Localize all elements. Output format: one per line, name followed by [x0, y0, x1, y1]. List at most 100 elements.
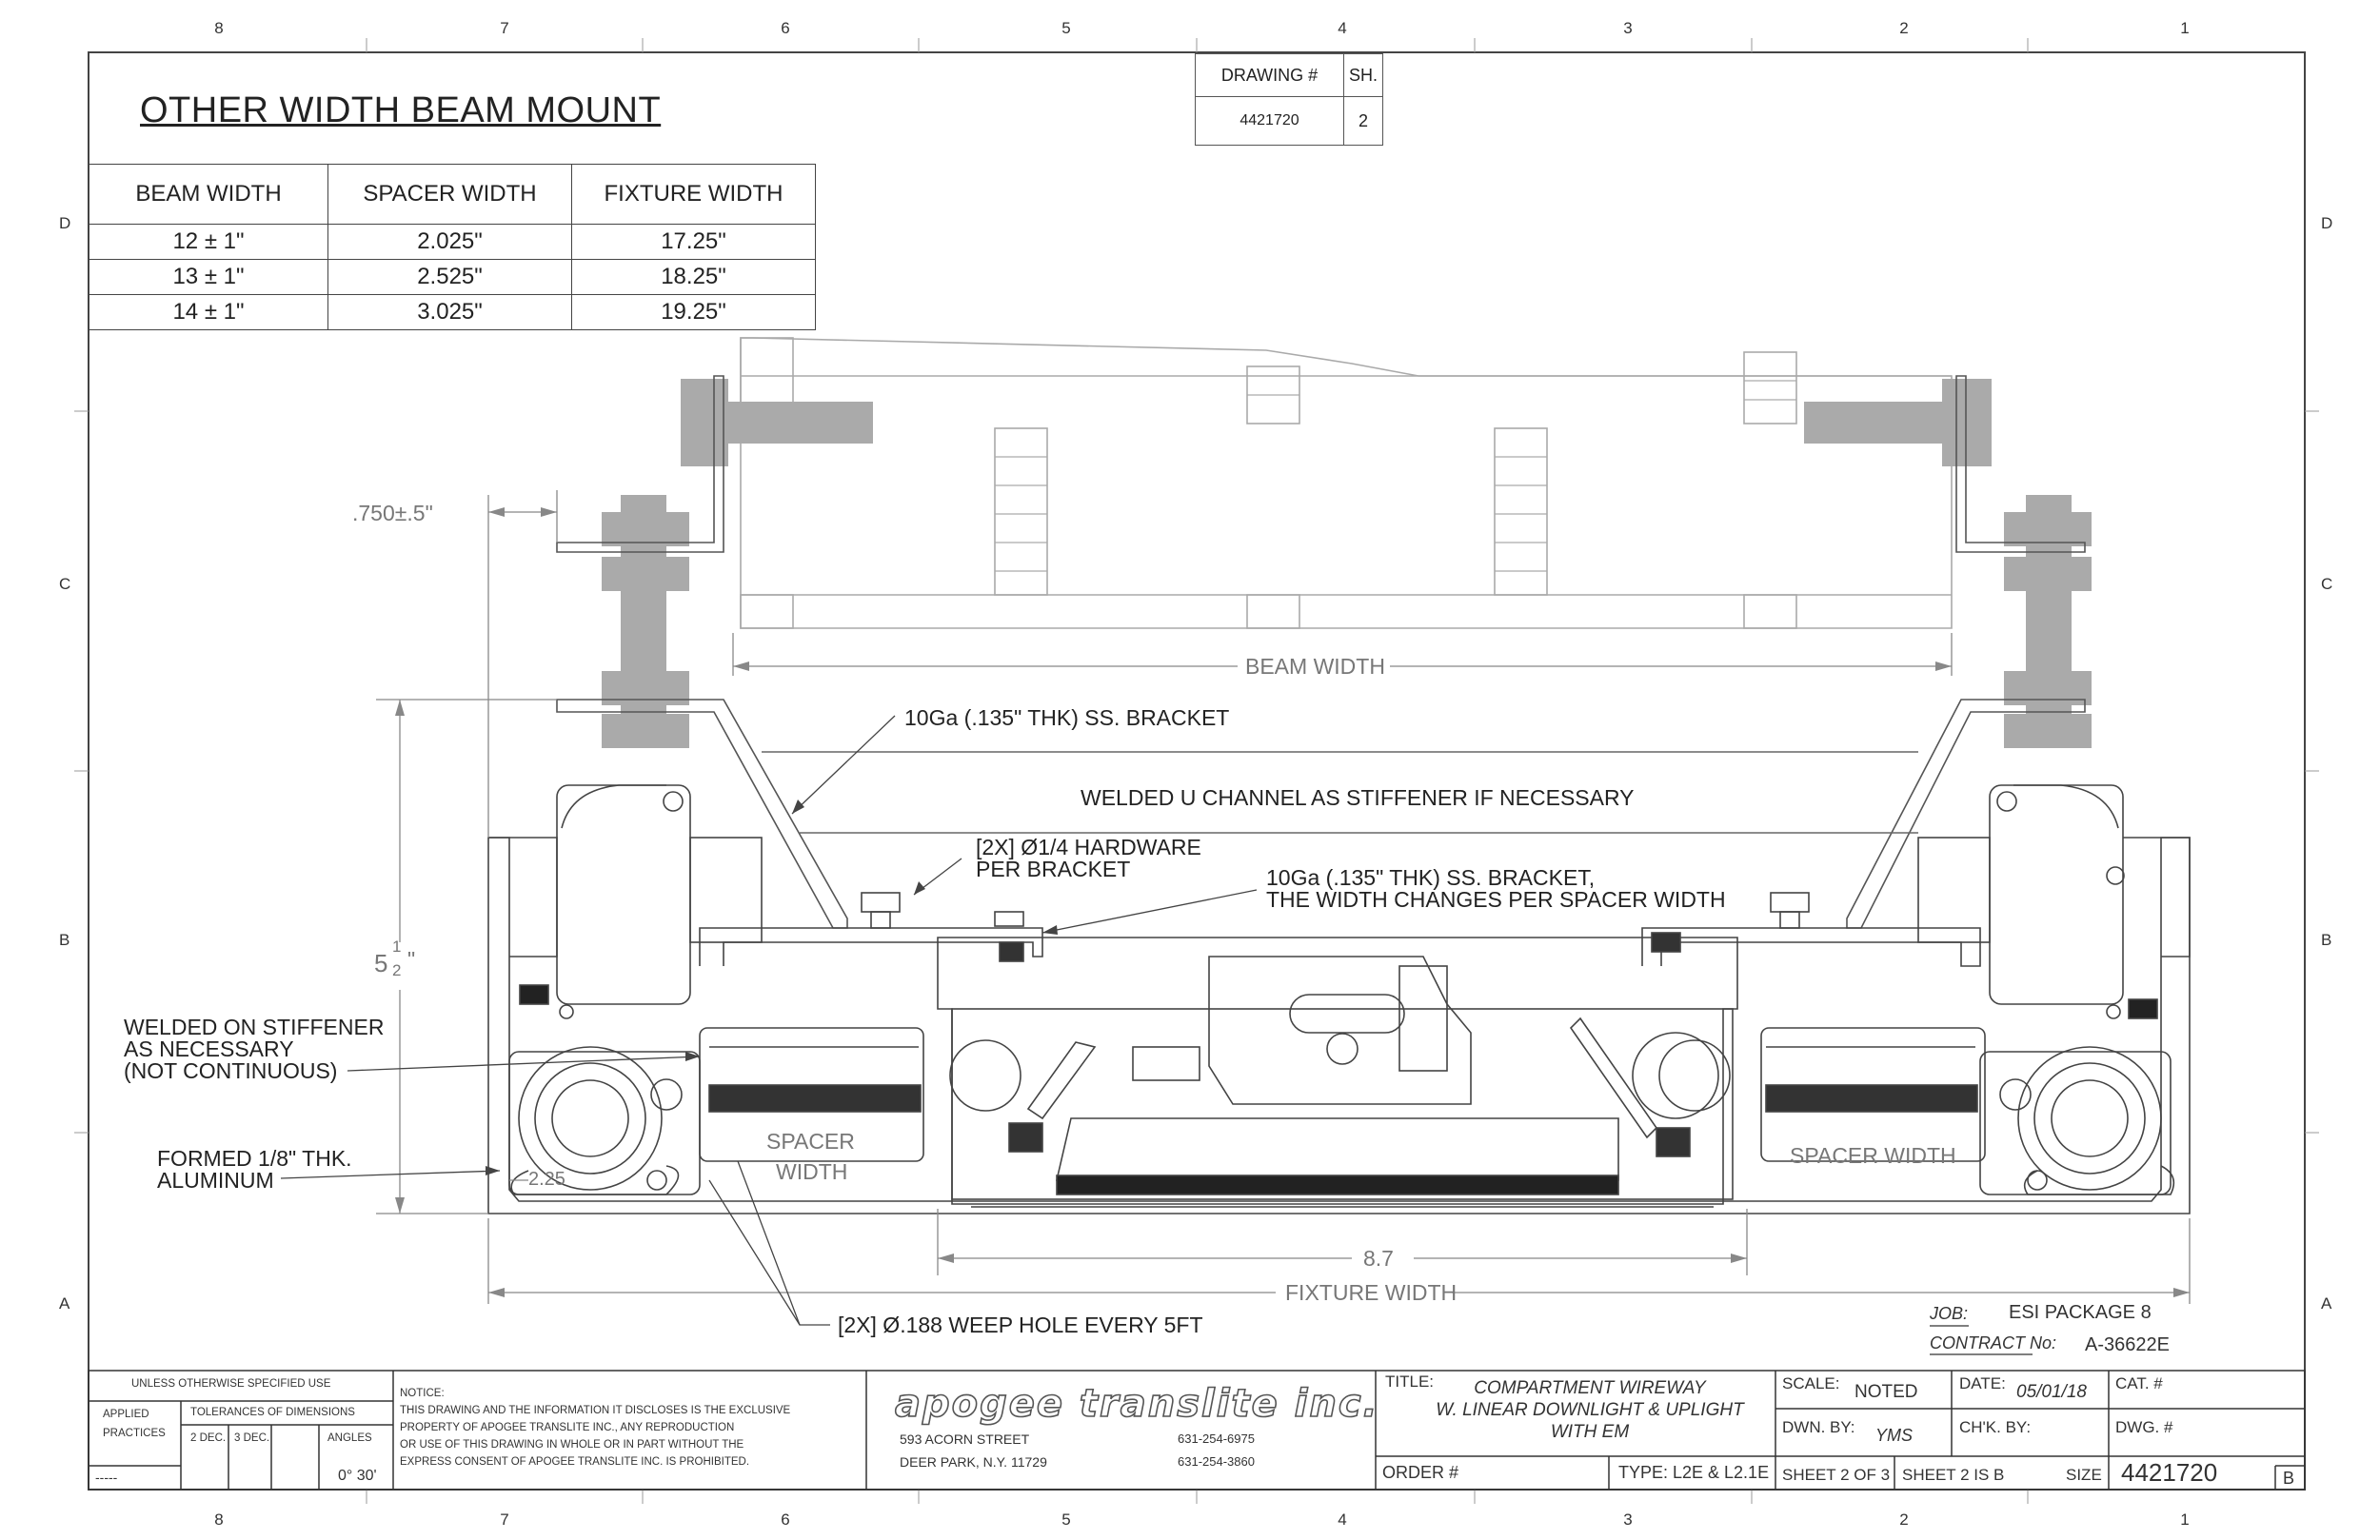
table-row: 12 ± 1" 2.025" 17.25" — [89, 224, 816, 260]
table-cell: 18.25" — [571, 259, 816, 295]
tolerances-label: TOLERANCES OF DIMENSIONS — [190, 1407, 355, 1418]
upper-bracket-right — [1955, 375, 2086, 553]
practices-label: PRACTICES — [103, 1428, 166, 1439]
title-block-frame — [88, 1370, 2306, 1491]
title-label: TITLE: — [1385, 1372, 1435, 1391]
scale-label: SCALE: — [1782, 1374, 1840, 1392]
dim-225: 2.25 — [528, 1169, 565, 1190]
beam-width-table: BEAM WIDTH SPACER WIDTH FIXTURE WIDTH 12… — [89, 164, 816, 330]
zone-letter: C — [2321, 575, 2333, 593]
dim-spacer-line2: WIDTH — [776, 1159, 848, 1184]
zone-number: 5 — [1061, 19, 1071, 37]
zone-number: 2 — [1899, 1510, 1909, 1529]
notice-line: EXPRESS CONSENT OF APOGEE TRANSLITE INC.… — [400, 1456, 750, 1468]
zone-number: 5 — [1061, 1510, 1071, 1529]
dim-height-num: 1 — [392, 938, 402, 956]
table-cell: 14 ± 1" — [89, 294, 328, 330]
type-label: TYPE: — [1618, 1463, 1669, 1482]
dim-8-7: 8.7 — [1363, 1246, 1394, 1271]
drawing-number-box: DRAWING # SH. 4421720 2 — [1195, 53, 1383, 146]
notice-title: NOTICE: — [400, 1388, 445, 1399]
notice-line: THIS DRAWING AND THE INFORMATION IT DISC… — [400, 1405, 791, 1416]
table-cell: 12 ± 1" — [89, 224, 328, 260]
zone-letter: D — [59, 214, 71, 232]
angles-label: ANGLES — [327, 1432, 372, 1444]
date-label: DATE: — [1959, 1374, 2006, 1392]
formed-note-line2: ALUMINUM — [157, 1168, 274, 1193]
type-value: L2E & L2.1E — [1673, 1463, 1770, 1482]
drawing-number-label: DRAWING # — [1195, 53, 1344, 97]
zone-number: 3 — [1623, 19, 1633, 37]
zone-number: 8 — [214, 1510, 224, 1529]
zone-number: 6 — [781, 19, 790, 37]
notice-line: PROPERTY OF APOGEE TRANSLITE INC., ANY R… — [400, 1422, 735, 1433]
fixture-body — [487, 784, 2191, 1214]
zone-letter: B — [59, 931, 70, 949]
address-line2: DEER PARK, N.Y. 11729 — [900, 1454, 1047, 1470]
zone-number: 4 — [1338, 1510, 1347, 1529]
zone-number: 3 — [1623, 1510, 1633, 1529]
table-header-row: BEAM WIDTH SPACER WIDTH FIXTURE WIDTH — [89, 164, 816, 225]
zone-number: 7 — [500, 19, 509, 37]
zone-number: 4 — [1338, 19, 1347, 37]
table-row: 14 ± 1" 3.025" 19.25" — [89, 294, 816, 330]
sheet-label: SH. — [1343, 53, 1383, 97]
zone-number: 8 — [214, 19, 224, 37]
notice-line: OR USE OF THIS DRAWING IN WHOLE OR IN PA… — [400, 1439, 744, 1451]
two-dec-label: 2 DEC. — [190, 1432, 227, 1444]
lower-bracket-left — [556, 699, 848, 929]
column-header: FIXTURE WIDTH — [571, 164, 816, 225]
zone-letter: A — [59, 1294, 70, 1313]
zone-number: 7 — [500, 1510, 509, 1529]
u-channel-note: WELDED U CHANNEL AS STIFFENER IF NECESSA… — [1081, 785, 1635, 810]
dim-750: .750±.5" — [352, 501, 433, 525]
company-logo: apogee translite inc. — [894, 1381, 1379, 1427]
dim-height-den: 2 — [392, 961, 402, 979]
beam-clamps — [602, 379, 2092, 748]
angle-value: 0° 30' — [338, 1468, 377, 1484]
table-cell: 2.025" — [327, 224, 572, 260]
table-cell: 17.25" — [571, 224, 816, 260]
phone-2: 631-254-3860 — [1178, 1454, 1255, 1469]
drawn-by-label: DWN. BY: — [1782, 1418, 1855, 1436]
table-cell: 2.525" — [327, 259, 572, 295]
stiffener-note-line2: AS NECESSARY — [124, 1037, 294, 1061]
date-value: 05/01/18 — [2016, 1382, 2087, 1402]
formed-note-line1: FORMED 1/8" THK. — [157, 1146, 352, 1171]
job-value: ESI PACKAGE 8 — [2009, 1302, 2152, 1323]
zone-letter: A — [2321, 1294, 2332, 1313]
scale-value: NOTED — [1854, 1382, 1918, 1402]
page-title: OTHER WIDTH BEAM MOUNT — [140, 90, 662, 130]
zone-number: 6 — [781, 1510, 790, 1529]
dimension-lines — [376, 490, 2191, 1304]
title-line1: COMPARTMENT WIREWAY — [1474, 1378, 1706, 1398]
dwg-number: 4421720 — [2121, 1458, 2218, 1487]
sheet-of-label: SHEET 2 OF 3 — [1782, 1466, 1891, 1484]
zone-letter: B — [2321, 931, 2332, 949]
dim-fixture-width: FIXTURE WIDTH — [1285, 1280, 1458, 1305]
cat-label: CAT. # — [2115, 1374, 2163, 1392]
zone-number: 1 — [2180, 1510, 2190, 1529]
three-dec-label: 3 DEC. — [234, 1432, 270, 1444]
stiffener-note-line3: (NOT CONTINUOUS) — [124, 1058, 338, 1083]
hardware-note-line1: [2X] Ø1/4 HARDWARE — [976, 835, 1201, 859]
phone-1: 631-254-6975 — [1178, 1431, 1255, 1446]
leader-lines — [280, 715, 1258, 1326]
practices-dashes: ----- — [95, 1470, 118, 1485]
zone-letter: D — [2321, 214, 2333, 232]
table-cell: 3.025" — [327, 294, 572, 330]
hardware-note-line2: PER BRACKET — [976, 857, 1131, 881]
zone-letter: C — [59, 575, 71, 593]
weep-hole-note: [2X] Ø.188 WEEP HOLE EVERY 5FT — [838, 1313, 1203, 1337]
beam — [740, 337, 1953, 629]
sheet-is-label: SHEET 2 IS B — [1902, 1466, 2005, 1484]
table-row: 13 ± 1" 2.525" 18.25" — [89, 259, 816, 295]
address-line1: 593 ACORN STREET — [900, 1431, 1030, 1447]
drawn-by-value: YMS — [1875, 1426, 1914, 1445]
dwg-label: DWG. # — [2115, 1418, 2173, 1436]
upper-bracket-left — [556, 375, 724, 553]
order-label: ORDER # — [1382, 1463, 1459, 1482]
size-label: SIZE — [2066, 1466, 2102, 1484]
bracket-width-note-line1: 10Ga (.135" THK) SS. BRACKET, — [1266, 865, 1596, 890]
